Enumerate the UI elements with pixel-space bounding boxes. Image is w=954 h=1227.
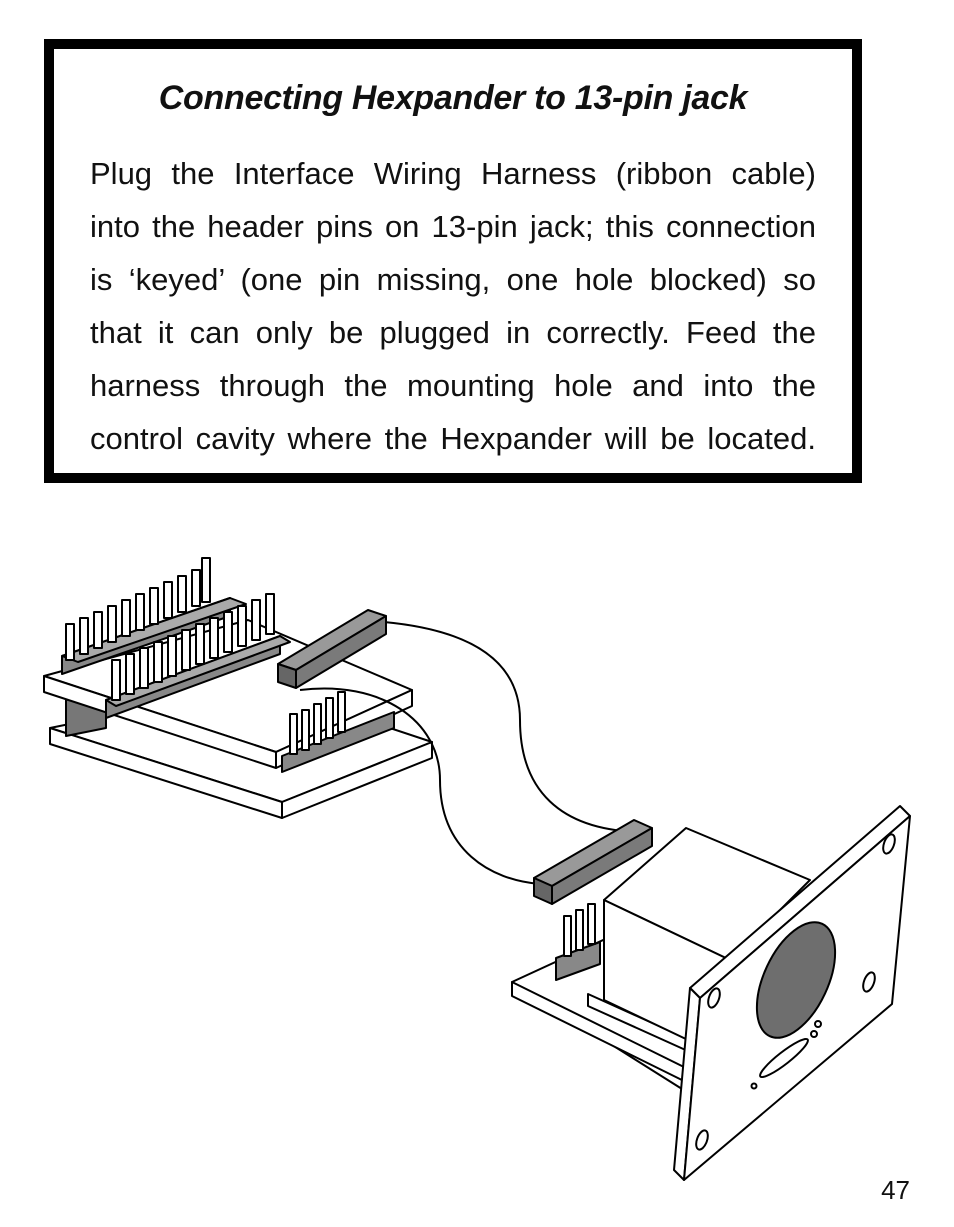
plate-screw-hole — [862, 971, 876, 993]
plate-screw-hole — [707, 987, 721, 1009]
callout-title: Connecting Hexpander to 13-pin jack — [158, 79, 748, 117]
ribbon-cable — [383, 621, 641, 833]
ribbon-cable-lower-edge — [299, 687, 541, 885]
jack-pins — [563, 903, 596, 957]
jack-header-block — [555, 941, 601, 981]
hexpander-wiring-illustration — [43, 557, 911, 1181]
pin-row-rear — [65, 557, 211, 661]
plate-slot — [759, 1037, 809, 1079]
page-number: 47 — [881, 1175, 910, 1205]
header-block-front — [105, 635, 291, 719]
header-block-small — [281, 711, 395, 773]
plate-screw-hole — [882, 833, 896, 855]
instruction-callout-box: Connecting Hexpander to 13-pin jack Plug… — [44, 39, 862, 483]
harness-connector-hexpander — [277, 609, 387, 689]
jack-mounting-hole — [755, 921, 837, 1039]
pin-row-small — [289, 691, 346, 755]
callout-body-text: Plug the Interface Wiring Harness (ribbo… — [90, 156, 816, 456]
mounting-plate — [673, 805, 911, 1181]
plate-screw-hole — [695, 1129, 709, 1151]
pin-row-front — [111, 593, 275, 701]
harness-connector-jack — [533, 819, 653, 905]
